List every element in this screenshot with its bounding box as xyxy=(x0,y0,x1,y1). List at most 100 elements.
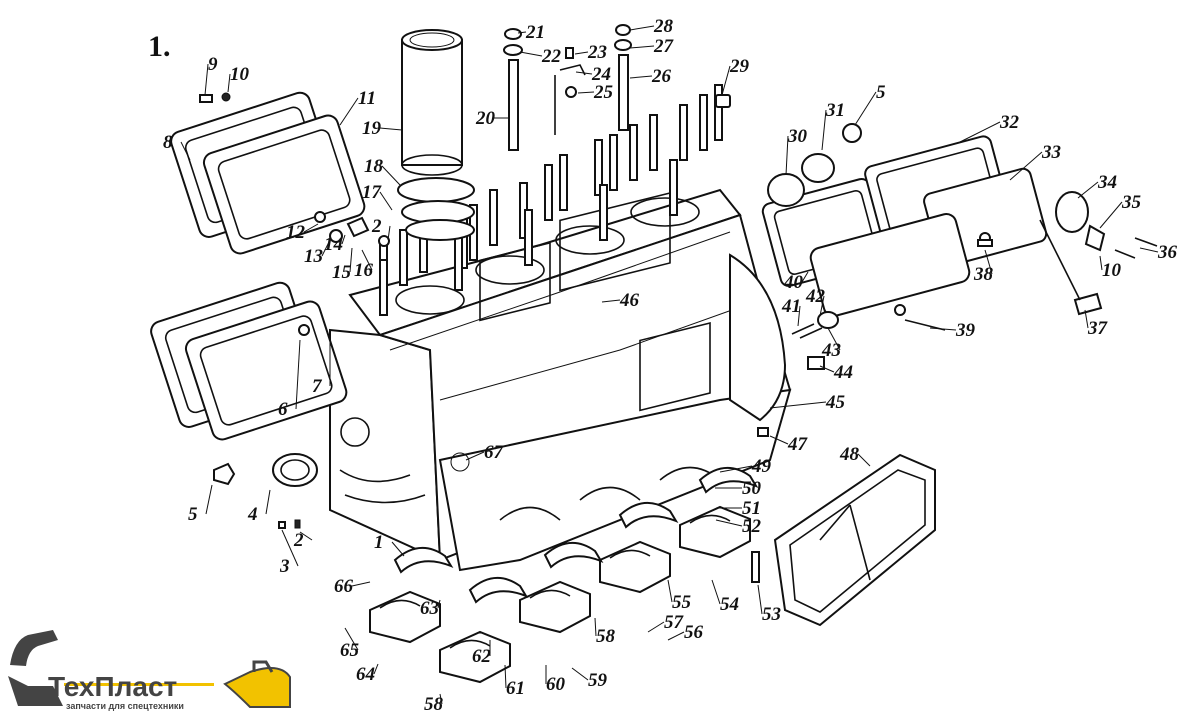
leader-line xyxy=(1139,247,1159,253)
leader-line xyxy=(381,165,401,186)
leader-line xyxy=(785,135,789,176)
part-label: 18 xyxy=(364,156,384,177)
part-label: 30 xyxy=(787,126,808,147)
part-label: 50 xyxy=(742,478,762,499)
part-label: 61 xyxy=(506,678,525,699)
part-label: 26 xyxy=(651,66,672,87)
part-label: 29 xyxy=(729,56,750,77)
leader-line xyxy=(517,31,527,34)
leader-line xyxy=(204,63,209,96)
part-label: 28 xyxy=(653,16,674,37)
leader-line xyxy=(594,617,597,637)
right-fittings xyxy=(757,191,1158,437)
part-label: 54 xyxy=(720,594,739,615)
part-label: 59 xyxy=(588,670,608,691)
leader-line xyxy=(715,519,743,527)
part-label: 36 xyxy=(1157,242,1178,263)
leader-line xyxy=(1077,181,1099,199)
leader-line xyxy=(344,627,359,651)
leader-line xyxy=(341,234,346,245)
part-label: 23 xyxy=(587,42,607,63)
part-label: 10 xyxy=(1102,260,1122,281)
part-label: 15 xyxy=(332,262,352,283)
leader-line xyxy=(1084,309,1089,329)
part-label: 2 xyxy=(371,216,382,237)
leader-line xyxy=(721,65,731,96)
head-studs xyxy=(379,84,723,316)
leader-line xyxy=(575,71,593,75)
front-bushing-and-plugs xyxy=(213,453,318,529)
part-label: 5 xyxy=(188,504,198,525)
leader-line xyxy=(571,667,589,681)
part-label: 31 xyxy=(825,100,845,121)
leader-line xyxy=(439,693,443,705)
leader-line xyxy=(303,223,319,233)
leader-line xyxy=(437,599,441,609)
leader-line xyxy=(180,141,191,161)
leader-line xyxy=(339,97,359,126)
leader-line xyxy=(719,465,753,473)
leader-line xyxy=(265,489,271,515)
leader-line xyxy=(601,299,621,303)
leader-line xyxy=(1009,151,1043,181)
plug-29 xyxy=(715,94,731,108)
dowel-53 xyxy=(751,551,760,583)
part-label: 27 xyxy=(653,36,675,57)
part-label: 55 xyxy=(672,592,692,613)
leader-line xyxy=(819,295,825,317)
leader-line xyxy=(465,451,485,461)
leader-line xyxy=(629,45,655,49)
part-label: 17 xyxy=(362,182,383,203)
leader-line xyxy=(504,664,507,689)
part-label: 34 xyxy=(1097,172,1117,193)
cylinder-block xyxy=(329,188,792,572)
part-label: 11 xyxy=(358,88,376,109)
part-label: 57 xyxy=(664,612,685,633)
part-label: 58 xyxy=(596,626,616,647)
part-label: 12 xyxy=(286,222,306,243)
leader-line xyxy=(351,581,371,587)
leader-line xyxy=(373,663,379,675)
part-label: 20 xyxy=(475,108,496,129)
leader-line xyxy=(769,435,789,445)
part-label: 63 xyxy=(420,598,439,619)
leader-line xyxy=(321,239,331,257)
part-label: 10 xyxy=(230,64,250,85)
part-label: 42 xyxy=(805,286,826,307)
part-label: 52 xyxy=(742,516,762,537)
part-label: 35 xyxy=(1121,192,1142,213)
leader-line xyxy=(757,584,763,615)
part-label: 67 xyxy=(484,442,505,463)
part-label: 48 xyxy=(839,444,860,465)
logo-tagline: запчасти для спецтехники xyxy=(66,701,184,711)
leader-line xyxy=(299,531,313,541)
leader-line xyxy=(281,529,299,567)
part-label: 22 xyxy=(541,46,562,67)
part-label: 14 xyxy=(324,234,343,255)
leader-line xyxy=(667,579,673,603)
part-label: 53 xyxy=(762,604,781,625)
leader-line xyxy=(227,73,231,93)
leader-line xyxy=(1099,255,1103,271)
leader-line xyxy=(295,339,301,410)
leader-line xyxy=(379,127,403,131)
part-label: 46 xyxy=(619,290,640,311)
leader-line xyxy=(519,51,543,57)
part-label: 16 xyxy=(354,260,374,281)
part-label: 39 xyxy=(955,320,976,341)
part-label: 38 xyxy=(973,264,994,285)
brand-logo: ТехПласт запчасти для спецтехники xyxy=(8,630,291,711)
leader-line xyxy=(854,91,877,126)
part-label: 41 xyxy=(781,296,801,317)
part-label: 44 xyxy=(833,362,853,383)
part-label: 7 xyxy=(312,376,323,397)
leader-line xyxy=(574,51,589,55)
part-label: 6 xyxy=(278,399,288,420)
leader-line xyxy=(391,541,405,557)
part-label: 32 xyxy=(999,112,1020,133)
oil-pan-gasket xyxy=(773,453,936,627)
logo-brand: ТехПласт xyxy=(48,671,177,702)
leader-line xyxy=(857,453,871,467)
